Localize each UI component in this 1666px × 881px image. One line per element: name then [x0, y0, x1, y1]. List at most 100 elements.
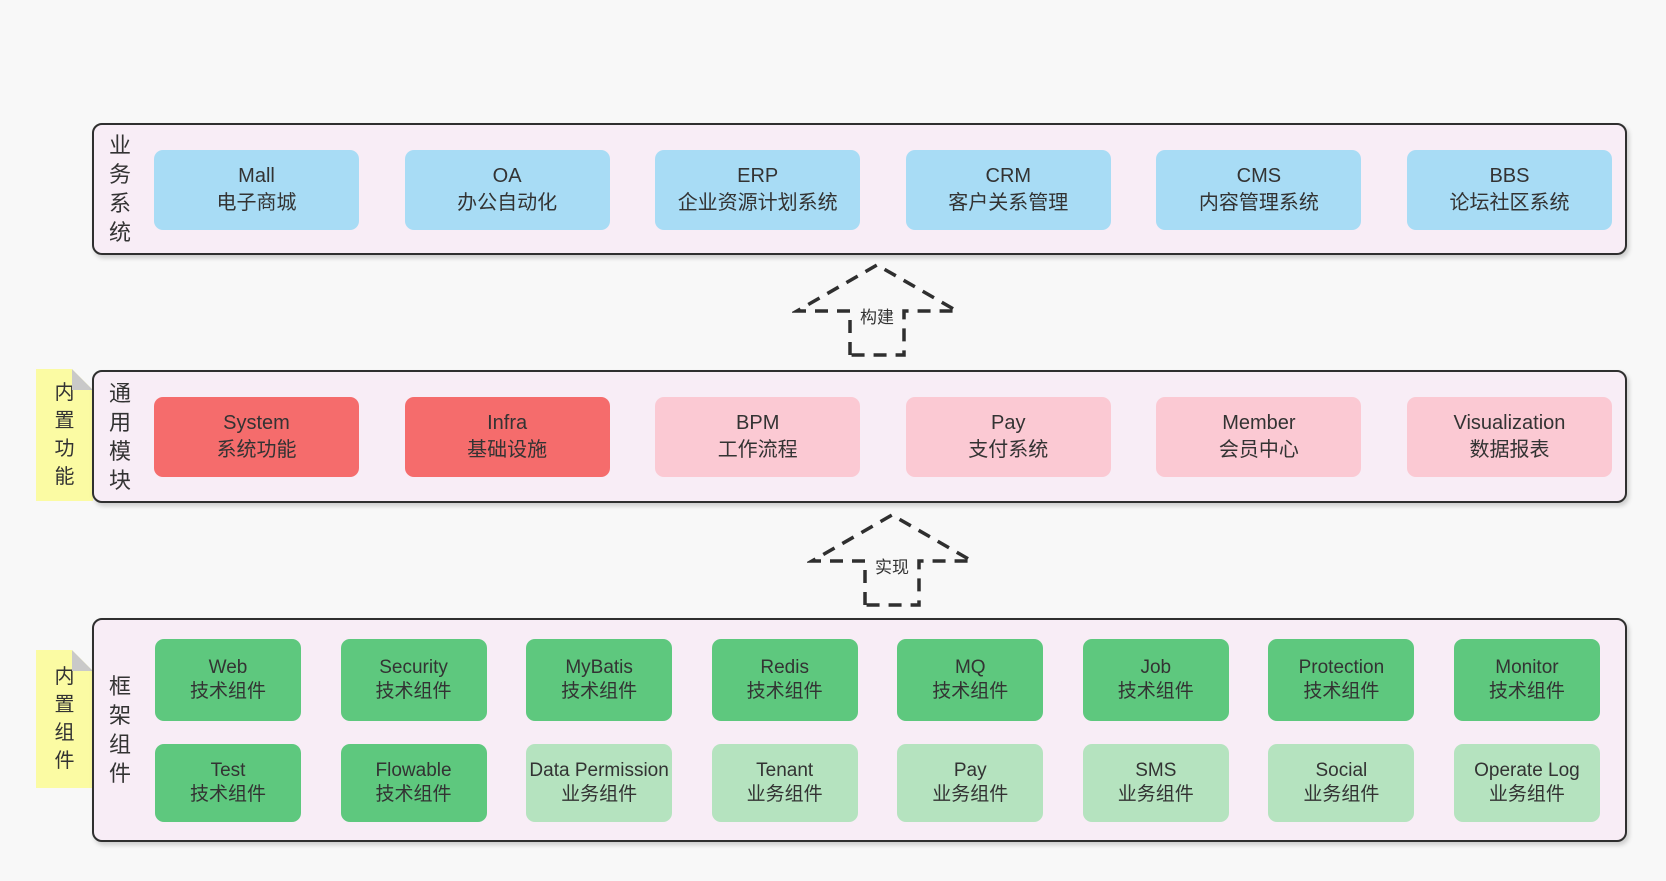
box-title: Test [210, 759, 246, 781]
box-title: Monitor [1495, 656, 1559, 678]
box-pay: Pay 支付系统 [905, 397, 1111, 477]
box-infra: Infra 基础设施 [404, 397, 610, 477]
box-subtitle: 业务组件 [746, 784, 823, 805]
band-side-label: 业务系统 [108, 132, 131, 246]
box-title: Pay [953, 759, 987, 781]
box-monitor: Monitor 技术组件 [1453, 639, 1600, 721]
up-arrow-icon [807, 512, 977, 607]
box-title: Web [208, 656, 248, 678]
box-title: Operate Log [1474, 759, 1580, 781]
box-title: CMS [1236, 165, 1282, 188]
box-crm: CRM 客户关系管理 [905, 150, 1111, 230]
box-title: ERP [737, 165, 779, 188]
box-subtitle: 企业资源计划系统 [677, 192, 838, 214]
box-subtitle: 工作流程 [717, 439, 798, 461]
box-subtitle: 业务组件 [1488, 784, 1565, 805]
box-title: MQ [954, 656, 986, 678]
box-subtitle: 客户关系管理 [948, 192, 1069, 214]
box-pay: Pay 业务组件 [897, 744, 1044, 822]
box-erp: ERP 企业资源计划系统 [655, 150, 861, 230]
box-mq: MQ 技术组件 [897, 639, 1044, 721]
box-data-permission: Data Permission 业务组件 [526, 744, 673, 822]
box-title: Protection [1298, 656, 1385, 678]
box-subtitle: 技术组件 [746, 681, 823, 702]
arrow-label: 实现 [871, 552, 913, 579]
band-common-modules: 通用模块 System 系统功能 Infra 基础设施 BPM 工作流程 Pay 支付系统 Me… [92, 370, 1627, 503]
implement-arrow: 实现 [807, 512, 977, 608]
box-title: Visualization [1453, 412, 1566, 435]
box-member: Member 会员中心 [1156, 397, 1362, 477]
box-subtitle: 技术组件 [189, 681, 266, 702]
box-subtitle: 技术组件 [1488, 681, 1565, 702]
box-title: Mall [238, 165, 275, 188]
box-title: BPM [736, 412, 780, 435]
box-title: BBS [1489, 165, 1530, 188]
band-side-label: 通用模块 [108, 380, 131, 493]
box-title: OA [492, 165, 522, 188]
box-subtitle: 业务组件 [1303, 784, 1380, 805]
box-web: Web 技术组件 [155, 639, 301, 721]
box-system: System 系统功能 [154, 397, 359, 477]
box-mall: Mall 电子商城 [154, 150, 359, 230]
box-subtitle: 业务组件 [1117, 784, 1194, 805]
box-social: Social 业务组件 [1268, 744, 1415, 822]
box-tenant: Tenant 业务组件 [711, 744, 858, 822]
box-test: Test 技术组件 [155, 744, 301, 822]
box-title: Social [1315, 759, 1368, 781]
arrow-label: 构建 [856, 302, 898, 329]
box-operate-log: Operate Log 业务组件 [1453, 744, 1600, 822]
box-oa: OA 办公自动化 [404, 150, 610, 230]
band-business-systems: 业务系统 Mall 电子商城 OA 办公自动化 ERP 企业资源计划系统 CRM 客户关系管理… [92, 123, 1627, 255]
box-subtitle: 办公自动化 [457, 192, 558, 214]
box-subtitle: 技术组件 [1117, 681, 1194, 702]
sticky-note-label: 内置功能 [54, 382, 75, 488]
box-security: Security 技术组件 [340, 639, 487, 721]
box-job: Job 技术组件 [1082, 639, 1229, 721]
box-visualization: Visualization 数据报表 [1406, 397, 1612, 477]
box-subtitle: 技术组件 [375, 784, 452, 805]
band-side-label: 框架组件 [108, 673, 131, 787]
box-title: Job [1140, 656, 1172, 678]
box-subtitle: 支付系统 [968, 439, 1049, 461]
box-bbs: BBS 论坛社区系统 [1406, 150, 1612, 230]
box-subtitle: 技术组件 [189, 784, 266, 805]
box-subtitle: 业务组件 [561, 784, 638, 805]
box-subtitle: 基础设施 [467, 439, 548, 461]
up-arrow-icon [792, 262, 962, 357]
box-subtitle: 系统功能 [216, 439, 297, 461]
box-title: Pay [991, 412, 1026, 435]
folded-corner-icon [72, 369, 93, 390]
box-title: Infra [487, 412, 528, 435]
box-subtitle: 技术组件 [932, 681, 1009, 702]
box-title: Member [1222, 412, 1296, 435]
box-subtitle: 业务组件 [932, 784, 1009, 805]
box-row: System 系统功能 Infra 基础设施 BPM 工作流程 Pay 支付系统 Member 会… [154, 397, 1612, 477]
box-subtitle: 数据报表 [1469, 439, 1550, 461]
box-subtitle: 电子商城 [216, 192, 297, 214]
box-title: CRM [985, 165, 1032, 188]
box-bpm: BPM 工作流程 [655, 397, 861, 477]
box-title: Data Permission [529, 759, 669, 781]
box-flowable: Flowable 技术组件 [340, 744, 487, 822]
sticky-note-label: 内置组件 [54, 666, 75, 772]
box-title: System [223, 412, 290, 435]
box-subtitle: 论坛社区系统 [1449, 192, 1570, 214]
sticky-note-built-in-features: 内置功能 [36, 369, 93, 501]
build-arrow: 构建 [792, 262, 962, 358]
box-subtitle: 技术组件 [561, 681, 638, 702]
box-subtitle: 会员中心 [1218, 439, 1299, 461]
box-subtitle: 技术组件 [375, 681, 452, 702]
box-title: Security [379, 656, 448, 678]
box-title: Tenant [756, 759, 814, 781]
box-title: Flowable [375, 759, 452, 781]
